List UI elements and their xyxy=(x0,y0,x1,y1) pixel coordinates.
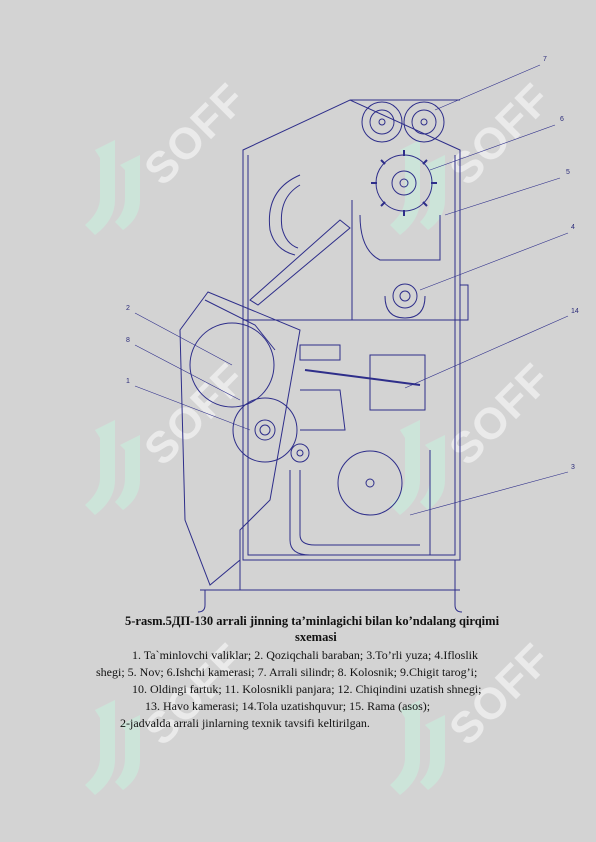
figure-caption-title: 5-rasm.5ДП-130 arrali jinning ta’minlagi… xyxy=(125,614,500,628)
callout-label: 14 xyxy=(571,308,579,315)
figure-legend-line: 1. Ta`minlovchi valiklar; 2. Qoziqchali … xyxy=(132,648,479,662)
frame-outline xyxy=(242,99,461,561)
watermark-logo-icon xyxy=(85,420,140,515)
callout-label: 6 xyxy=(560,116,564,123)
callout-label: 3 xyxy=(571,464,575,471)
saw-cylinder-large xyxy=(189,322,275,408)
callout-label: 2 xyxy=(126,305,130,312)
feed-roller-right xyxy=(403,101,445,143)
gin-cross-section-drawing xyxy=(134,64,569,613)
figure-legend-line: shegi; 5. Nov; 6.Ishchi kamerasi; 7. Arr… xyxy=(96,665,478,679)
feeder-housing xyxy=(179,291,301,586)
watermark-logo-icon xyxy=(85,700,140,795)
watermark-logo-icon xyxy=(390,420,445,515)
figure-legend-line: 13. Havo kamerasi; 14.Tola uzatishquvur;… xyxy=(145,699,431,713)
feed-roller-left xyxy=(361,101,403,143)
trash-roller xyxy=(392,283,418,309)
watermark-logo-icon xyxy=(390,700,445,795)
watermark-logo-icon xyxy=(85,140,140,235)
callout-label: 4 xyxy=(571,224,575,231)
callout-label: 8 xyxy=(126,337,130,344)
callout-label: 7 xyxy=(543,56,547,63)
body-paragraph: 2-jadvalda arrali jinlarning texnik tavs… xyxy=(120,716,370,730)
callout-label: 1 xyxy=(126,378,130,385)
saw-cylinder xyxy=(232,397,298,463)
watermark-logo-icon xyxy=(390,140,445,235)
callout-label: 5 xyxy=(566,169,570,176)
cleaning-cylinder xyxy=(337,450,403,516)
figure-legend-line: 10. Oldingi fartuk; 11. Kolosnikli panja… xyxy=(132,682,482,696)
figure-caption-title-cont: sxemasi xyxy=(295,630,337,644)
